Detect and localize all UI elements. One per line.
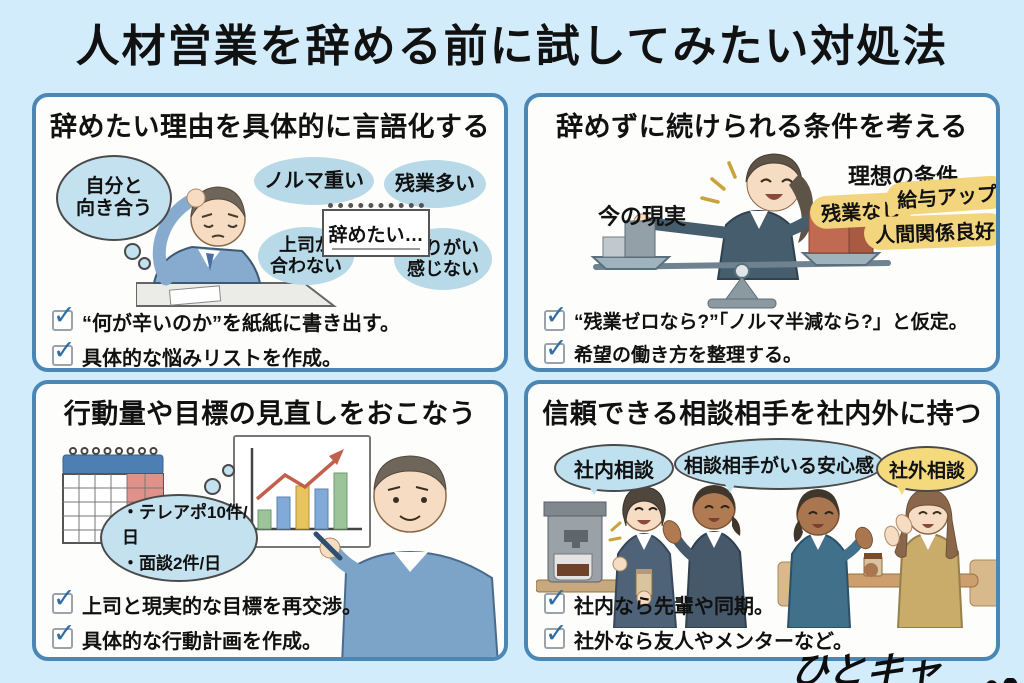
page-title: 人材営業を辞める前に試してみたい対処法 <box>75 22 949 71</box>
sparkle-icon <box>700 161 737 204</box>
sparkle-icon <box>608 521 622 542</box>
pill-good-relationships: 人間関係良好 <box>863 212 996 251</box>
writing-salesman-illustration <box>313 455 499 657</box>
checklist-item: “残業ゼロなら?”「ノルマ半減なら?」と仮定。 <box>544 300 968 334</box>
panel-review-title: 行動量や目標の見直しをおこなう <box>63 399 477 429</box>
checkbox-icon <box>52 335 76 366</box>
cafe-friends-illustration <box>777 488 996 628</box>
checklist-item: 希望の働き方を整理する。 <box>544 333 968 367</box>
checkbox-icon <box>52 618 76 649</box>
thought-dot-large <box>204 478 221 495</box>
checklist-item: 社内なら先輩や同期。 <box>544 583 853 619</box>
bubble-quota: ノルマ重い <box>254 157 374 205</box>
people-icon <box>986 678 1018 683</box>
bubble-external-consult: 社外相談 <box>876 446 978 495</box>
checklist-item: “何が辛いのか”を紙紙に書き出す。 <box>52 300 400 336</box>
bubble-overtime: 残業多い <box>384 160 486 208</box>
coffee-machine-icon <box>543 501 607 517</box>
bubble-tail <box>586 481 602 503</box>
conditions-checklist: “残業ゼロなら?”「ノルマ半減なら?」と仮定。 希望の働き方を整理する。 <box>544 300 968 368</box>
bubble-tail <box>722 479 738 501</box>
thought-bubble-targets: ・テレアポ10件/日 ・面談2件/日 <box>100 494 258 582</box>
panel-verbalize-title: 辞めたい理由を具体的に言語化する <box>50 112 490 142</box>
brand-logo: ひとキャリ <box>788 640 1024 683</box>
checkbox-icon <box>52 583 76 614</box>
brand-logo-text: ひとキャリ <box>788 650 946 683</box>
panel-conditions-title: 辞めずに続けられる条件を考える <box>556 112 968 142</box>
label-current-reality: 今の現実 <box>598 204 687 229</box>
advisors-checklist: 社内なら先輩や同期。 社外なら友人やメンターなど。 <box>544 583 853 657</box>
checkbox-icon <box>544 618 568 649</box>
panel-advisors-title: 信頼できる相談相手を社内外に持つ <box>542 399 982 429</box>
checkbox-icon <box>544 300 568 331</box>
panel-review: 行動量や目標の見直しをおこなう <box>32 380 508 661</box>
panel-verbalize: 辞めたい理由を具体的に言語化する 自分と 向き合う ノルマ重い 残業多い 上司が <box>32 93 508 372</box>
panel-conditions: 辞めずに続けられる条件を考える 今の現実 理想の条件 <box>524 93 1000 372</box>
verbalize-checklist: “何が辛いのか”を紙紙に書き出す。 具体的な悩みリストを作成。 <box>52 300 400 368</box>
checklist-item: 社外なら友人やメンターなど。 <box>544 618 853 654</box>
checklist-item: 上司と現実的な目標を再交渉。 <box>52 583 362 619</box>
bubble-relief: 相談相手がいる安心感 <box>674 438 884 493</box>
pen-icon <box>313 531 343 561</box>
checkbox-icon <box>52 300 76 331</box>
worried-salesman-illustration <box>136 172 337 307</box>
checklist-item: 具体的な悩みリストを作成。 <box>52 335 400 368</box>
panel-advisors: 信頼できる相談相手を社内外に持つ <box>524 380 1000 661</box>
checkbox-icon <box>544 583 568 614</box>
thought-dot-large <box>124 243 141 260</box>
thought-dot-small <box>222 464 235 477</box>
checklist-item: 具体的な行動計画を作成。 <box>52 618 362 654</box>
review-checklist: 上司と現実的な目標を再交渉。 具体的な行動計画を作成。 <box>52 583 362 657</box>
thought-dot-small <box>138 257 151 270</box>
checkbox-icon <box>544 333 568 364</box>
arrow-up-icon <box>329 449 344 465</box>
thought-bubble-self: 自分と 向き合う <box>56 155 172 241</box>
bubble-internal-consult: 社内相談 <box>554 444 674 495</box>
bubble-tail <box>894 481 910 503</box>
notepad-want-to-quit: 辞めたい… <box>322 203 430 257</box>
